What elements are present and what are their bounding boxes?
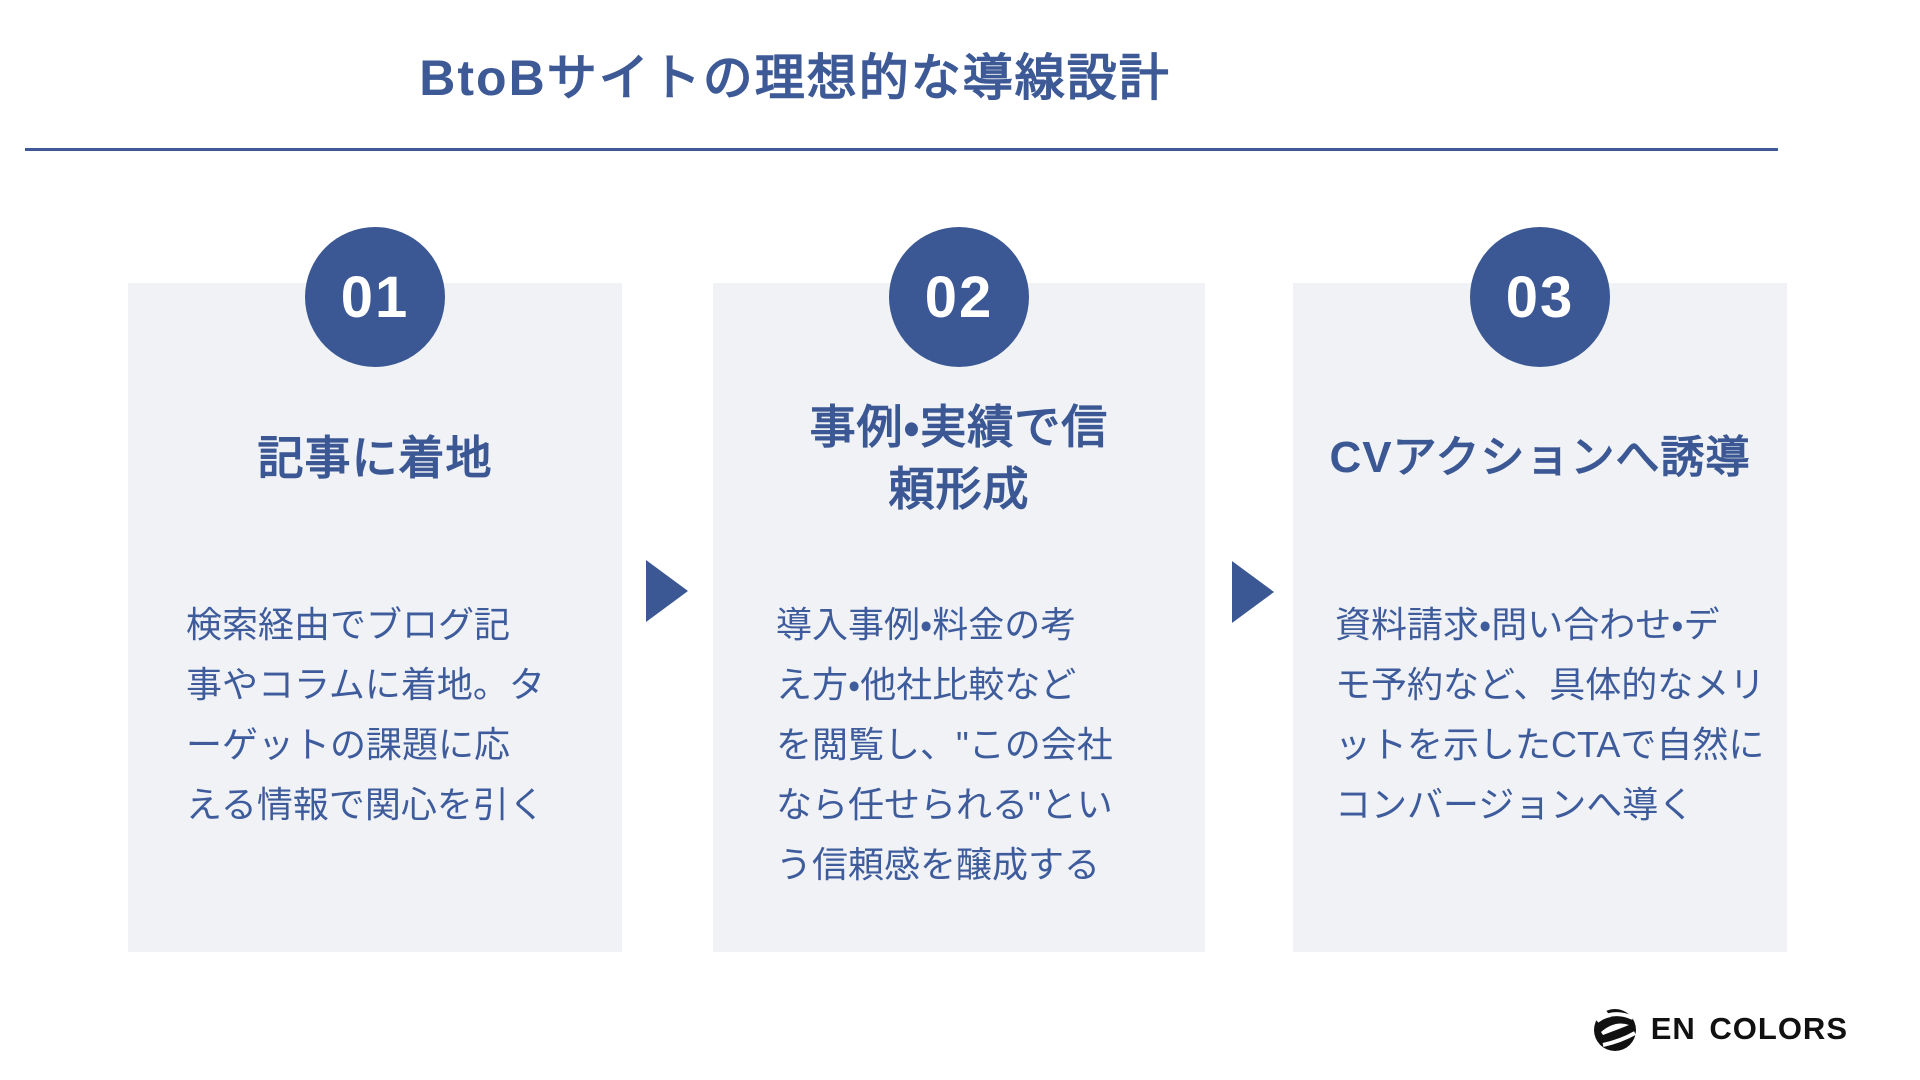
title-underline <box>25 148 1778 151</box>
en-colors-logo: EN COLORS <box>1591 1005 1848 1053</box>
right-arrow-icon <box>646 560 688 622</box>
en-colors-globe-icon <box>1592 1009 1636 1051</box>
step-3-heading: CVアクションへ誘導 <box>1329 433 1751 482</box>
step-3-description: 資料請求・問い合わせ・デ モ予約など、具体的なメリ ットを示したCTAで自然に … <box>1335 604 1766 825</box>
step-card-1: 記事に着地 検索経由でブログ記 事やコラムに着地。タ ーゲットの課題に応 える情… <box>128 283 622 952</box>
step-2-description: 導入事例・料金の考 え方・他社比較など を閲覧し、"この会社 なら任せられる"と… <box>776 604 1113 885</box>
step-3-number-badge: 03 <box>1470 227 1610 367</box>
step-2-heading: 事例・実績で信 頼形成 <box>809 401 1109 515</box>
step-1-description: 検索経由でブログ記 事やコラムに着地。タ ーゲットの課題に応 える情報で関心を引… <box>186 604 545 825</box>
logo-text: EN COLORS <box>1650 1011 1848 1046</box>
step-1-number-badge: 01 <box>305 227 445 367</box>
step-card-2: 事例・実績で信 頼形成 導入事例・料金の考 え方・他社比較など を閲覧し、"この… <box>713 283 1205 952</box>
right-arrow-icon <box>1232 561 1274 623</box>
page-title: BtoBサイトの理想的な導線設計 <box>419 50 1171 106</box>
step-card-3: CVアクションへ誘導 資料請求・問い合わせ・デ モ予約など、具体的なメリ ットを… <box>1293 283 1787 952</box>
step-2-number-badge: 02 <box>889 227 1029 367</box>
step-1-heading: 記事に着地 <box>257 432 493 484</box>
